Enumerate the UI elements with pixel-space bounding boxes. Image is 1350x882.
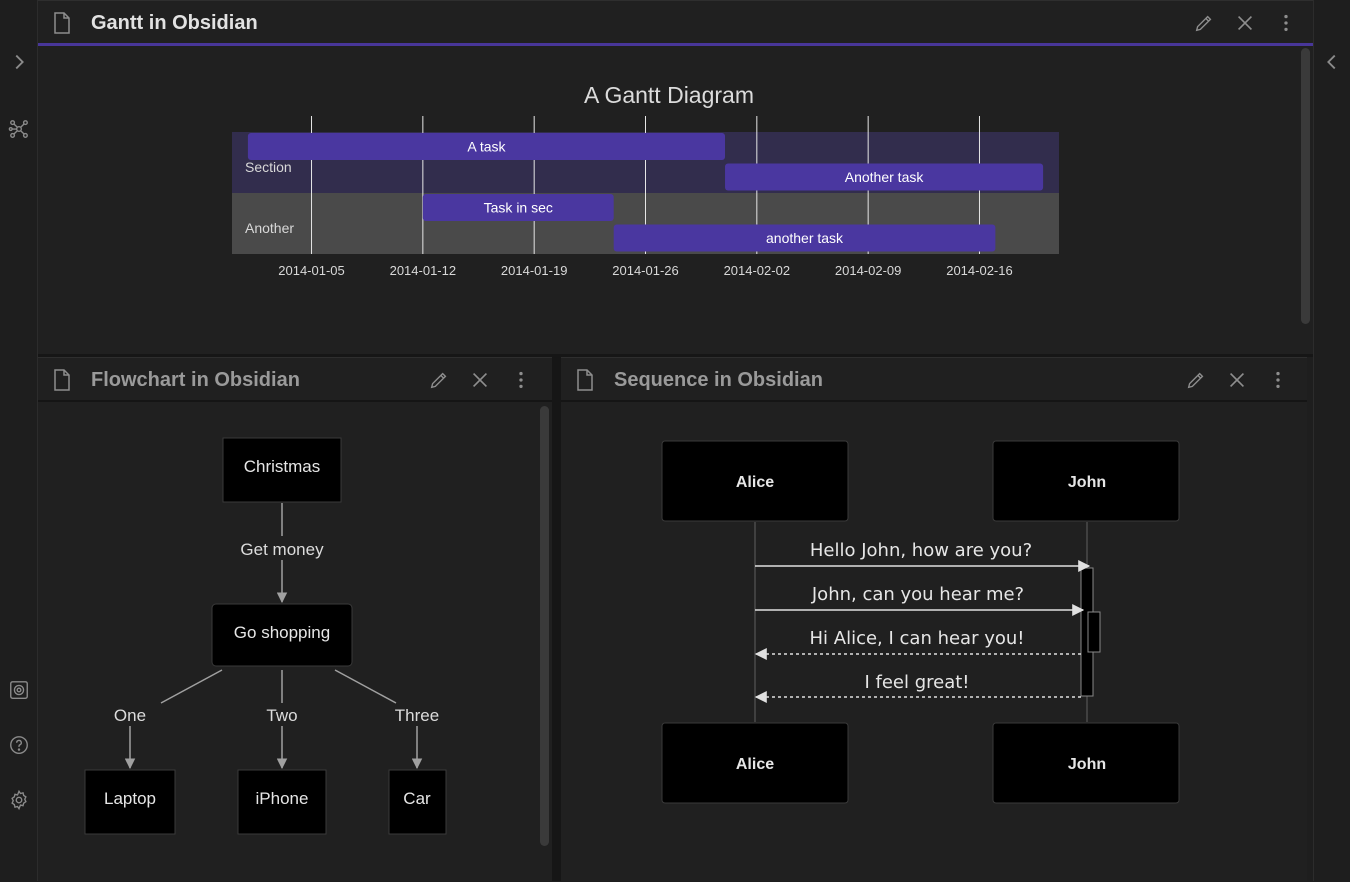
message-label: Hello John, how are you? — [810, 540, 1032, 561]
more-options-icon[interactable] — [506, 366, 536, 394]
message-label: John, can you hear me? — [811, 584, 1024, 605]
gantt-tick-label: 2014-02-09 — [835, 263, 902, 278]
node-label: Laptop — [104, 789, 156, 808]
file-icon — [52, 368, 72, 392]
gantt-task-bar — [422, 194, 614, 221]
file-icon — [52, 11, 72, 35]
horizontal-split-handle[interactable] — [38, 354, 1313, 357]
gantt-task-label: Another task — [845, 169, 925, 185]
gantt-title: A Gantt Diagram — [584, 82, 754, 108]
flowchart-node — [237, 769, 327, 835]
close-icon[interactable] — [1230, 9, 1260, 37]
sequence-pane: Alice John Hello John, how are you? John… — [561, 357, 1307, 881]
gantt-section-label: Another — [245, 220, 294, 236]
node-label: Christmas — [244, 457, 321, 476]
message-label: Hi Alice, I can hear you! — [810, 628, 1025, 649]
more-options-icon[interactable] — [1271, 9, 1301, 37]
activation-box — [1087, 611, 1101, 653]
gantt-tick-label: 2014-01-05 — [278, 263, 345, 278]
actor-label: John — [1068, 756, 1106, 773]
gantt-tick-label: 2014-02-16 — [946, 263, 1013, 278]
page-title: Gantt in Obsidian — [91, 12, 258, 34]
gantt-section-label: Section — [245, 159, 292, 175]
gantt-tick-label: 2014-02-02 — [724, 263, 791, 278]
actor-box — [992, 440, 1180, 522]
edge-label: Three — [395, 706, 439, 725]
actor-label: Alice — [736, 756, 774, 773]
right-ribbon — [1313, 0, 1350, 881]
flowchart-node — [388, 769, 447, 835]
gantt-tick-label: 2014-01-26 — [612, 263, 679, 278]
settings-icon[interactable] — [6, 787, 32, 813]
actor-label: Alice — [736, 474, 774, 491]
edge-line — [160, 669, 223, 704]
graph-view-icon[interactable] — [6, 116, 32, 142]
flowchart-pane-header: Flowchart in Obsidian — [38, 358, 552, 402]
node-label: iPhone — [256, 789, 309, 808]
page-title: Flowchart in Obsidian — [91, 369, 300, 391]
edit-icon[interactable] — [1181, 366, 1211, 394]
edge-label: Two — [266, 706, 297, 725]
gantt-task-bar — [613, 224, 996, 252]
active-pane-indicator — [38, 43, 1313, 46]
chevron-right-icon[interactable] — [6, 49, 32, 75]
actor-label: John — [1068, 474, 1106, 491]
more-options-icon[interactable] — [1263, 366, 1293, 394]
page-title: Sequence in Obsidian — [614, 369, 823, 391]
vertical-split-handle[interactable] — [552, 357, 561, 881]
edge-line — [334, 669, 397, 704]
sequence-pane-header: Sequence in Obsidian — [561, 358, 1307, 402]
flowchart-diagram: Get money One Two Three Christmas Go sho… — [84, 437, 447, 835]
actor-box — [661, 722, 849, 804]
gantt-tick-label: 2014-01-19 — [501, 263, 568, 278]
flowchart-node — [211, 603, 353, 667]
flowchart-scrollbar[interactable] — [540, 406, 549, 846]
gantt-task-bar — [247, 133, 726, 160]
flowchart-pane: Get money One Two Three Christmas Go sho… — [38, 357, 552, 881]
gantt-scrollbar[interactable] — [1301, 48, 1310, 324]
edit-icon[interactable] — [424, 366, 454, 394]
flowchart-node — [84, 769, 176, 835]
node-label: Go shopping — [234, 623, 330, 642]
left-ribbon — [0, 0, 38, 881]
gantt-task-bar — [725, 163, 1044, 191]
help-icon[interactable] — [6, 732, 32, 758]
chevron-left-icon[interactable] — [1319, 49, 1345, 75]
flowchart-node — [222, 437, 342, 503]
gantt-tick-label: 2014-01-12 — [390, 263, 457, 278]
sequence-diagram: Alice John Hello John, how are you? John… — [661, 440, 1180, 804]
vault-icon[interactable] — [6, 677, 32, 703]
edit-icon[interactable] — [1189, 9, 1219, 37]
edge-label: Get money — [240, 540, 324, 559]
file-icon — [575, 368, 595, 392]
node-label: Car — [403, 789, 431, 808]
edge-label: One — [114, 706, 146, 725]
message-label: I feel great! — [864, 672, 969, 693]
gantt-pane-header: Gantt in Obsidian — [38, 1, 1313, 45]
close-icon[interactable] — [1222, 366, 1252, 394]
gantt-task-label: Task in sec — [484, 200, 553, 216]
gantt-task-label: A task — [467, 139, 506, 155]
actor-box — [992, 722, 1180, 804]
actor-box — [661, 440, 849, 522]
gantt-task-label: another task — [766, 230, 844, 246]
close-icon[interactable] — [465, 366, 495, 394]
